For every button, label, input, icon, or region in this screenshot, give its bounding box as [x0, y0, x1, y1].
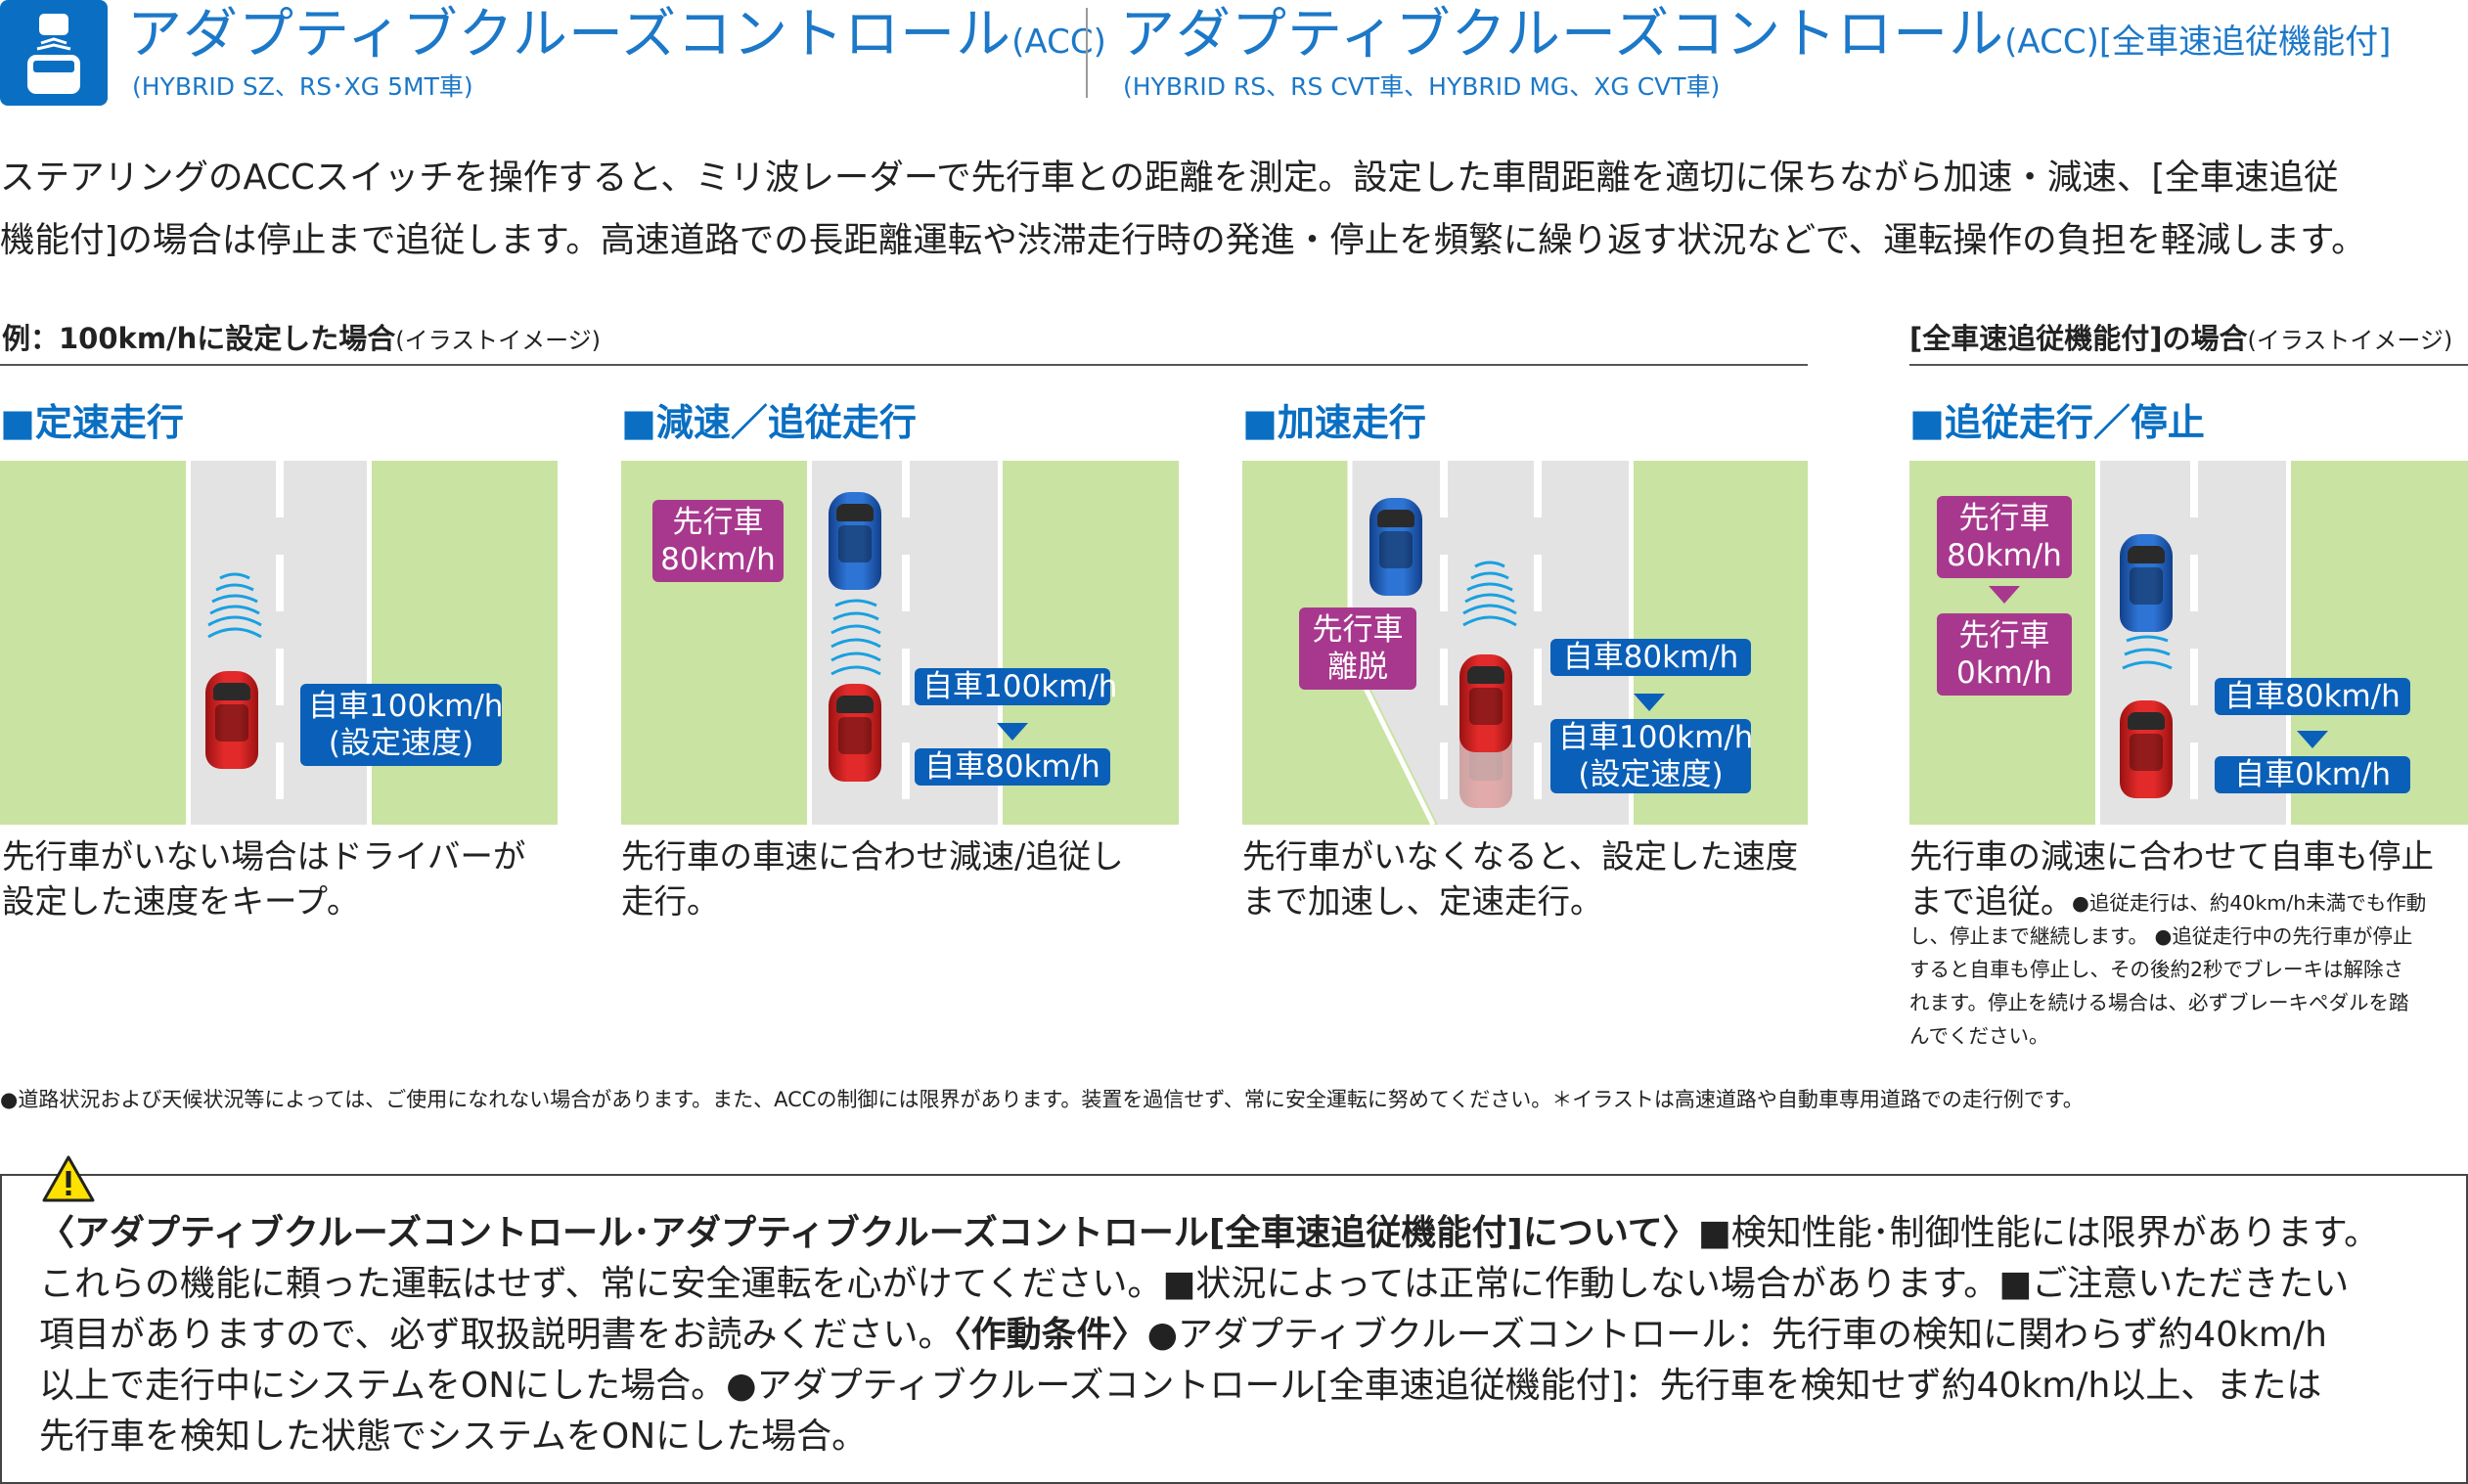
- radar-waves-icon: [830, 599, 881, 676]
- own-car-icon: [2120, 700, 2173, 798]
- own-car-icon: [829, 684, 881, 782]
- radar-waves-icon: [207, 572, 262, 639]
- warning-line-2: これらの機能に頼った運転はせず、常に安全運転を心がけてください。■状況によっては…: [39, 1264, 2350, 1304]
- own-speed-after-label: 自車0km/h: [2215, 756, 2410, 793]
- caption-follow-stop-notes: し、停止まで継続します。 ●追従走行中の先行車が停止 すると自車も停止し、その後…: [1909, 924, 2413, 1048]
- warning-line-3: 項目がありますので、必ず取扱説明書をお読みください。〈作動条件〉●アダプティブク…: [39, 1315, 2327, 1355]
- lead-car-icon: [2120, 534, 2173, 632]
- own-speed-after-label: 自車100km/h(設定速度): [1550, 719, 1753, 793]
- warning-box: [0, 1174, 2468, 1484]
- caption-follow-stop-note-1: ●追従走行は、約40km/h未満でも作動: [2072, 891, 2427, 915]
- caption-decel: 先行車の車速に合わせ減速/追従し走行。: [621, 837, 1124, 921]
- warning-line-5: 先行車を検知した状態でシステムをONにした場合。: [39, 1417, 868, 1457]
- arrow-down-icon: [1989, 586, 2020, 604]
- warning-line-4: 以上で走行中にシステムをONにした場合。●アダプティブクルーズコントロール[全車…: [39, 1366, 2322, 1406]
- intro-text: ステアリングのACCスイッチを操作すると、ミリ波レーダーで先行車との距離を測定。…: [0, 147, 2468, 272]
- warning-triangle-icon: [41, 1154, 96, 1203]
- arrow-down-icon: [1634, 694, 1665, 711]
- section-right-rule: [1909, 364, 2468, 366]
- panel-accel: 先行車離脱 自車80km/h 自車100km/h(設定速度): [1242, 461, 1808, 825]
- radar-waves-icon: [1462, 561, 1517, 627]
- acc-full-subtitle: (HYBRID RS、RS CVT車、HYBRID MG、XG CVT車): [1123, 72, 1721, 101]
- own-car-icon: [1459, 654, 1512, 752]
- section-right-heading: [全車速追従機能付]の場合(イラストイメージ): [1909, 322, 2453, 355]
- own-speed-label: 自車100km/h(設定速度): [300, 684, 503, 766]
- panel-title-follow-stop: ■追従走行／停止: [1909, 401, 2205, 444]
- intro-line-2: 機能付]の場合は停止まで追従します。高速道路での長距離運転や渋滞走行時の発進・停…: [0, 220, 2366, 260]
- own-speed-before-label: 自車100km/h: [915, 668, 1117, 705]
- acc-subtitle: (HYBRID SZ、RS･XG 5MT車): [132, 72, 473, 101]
- own-speed-before-label: 自車80km/h: [2215, 678, 2410, 715]
- radar-waves-icon: [2122, 635, 2173, 670]
- acc-title: アダプティブクルーズコントロール(ACC): [127, 3, 1106, 67]
- own-speed-after-label: 自車80km/h: [915, 748, 1110, 786]
- lane-marking: [276, 461, 284, 825]
- panel-title-accel: ■加速走行: [1242, 401, 1426, 444]
- lane-marking: [1440, 461, 1448, 825]
- disclaimer-text: ●道路状況および天候状況等によっては、ご使用になれない場合があります。また、AC…: [0, 1088, 2084, 1111]
- arrow-down-icon: [2297, 731, 2328, 748]
- lane-marking: [2190, 461, 2198, 825]
- lane-marking: [1534, 461, 1542, 825]
- acc-car-icon: [0, 0, 108, 106]
- panel-title-decel: ■減速／追従走行: [621, 401, 917, 444]
- section-left-rule: [0, 364, 1808, 366]
- caption-constant: 先行車がいない場合はドライバーが設定した速度をキープ。: [2, 837, 526, 921]
- warning-line-1: 〈アダプティブクルーズコントロール･アダプティブクルーズコントロール[全車速追従…: [39, 1213, 2380, 1253]
- intro-line-1: ステアリングのACCスイッチを操作すると、ミリ波レーダーで先行車との距離を測定。…: [0, 157, 2339, 198]
- header-divider: [1086, 8, 1088, 98]
- section-left-heading: 例：100km/hに設定した場合(イラストイメージ): [2, 322, 602, 355]
- caption-accel: 先行車がいなくなると、設定した速度まで加速し、定速走行。: [1242, 837, 1799, 921]
- lead-car-exit-label: 先行車離脱: [1299, 607, 1416, 690]
- caption-follow-stop-line2: まで追従。: [1909, 882, 2074, 921]
- own-car-icon: [205, 671, 258, 769]
- lead-car-icon: [1369, 498, 1422, 596]
- panel-constant-speed: 自車100km/h(設定速度): [0, 461, 558, 825]
- panel-title-constant: ■定速走行: [0, 401, 184, 444]
- caption-follow-stop: 先行車の減速に合わせて自車も停止: [1909, 837, 2434, 876]
- lead-car-icon: [829, 492, 881, 590]
- warning-text: 〈アダプティブクルーズコントロール･アダプティブクルーズコントロール[全車速追従…: [39, 1208, 2446, 1462]
- lane-marking: [902, 461, 910, 825]
- arrow-down-icon: [997, 723, 1028, 741]
- own-speed-before-label: 自車80km/h: [1550, 639, 1751, 676]
- acc-full-title: アダプティブクルーズコントロール(ACC)[全車速追従機能付]: [1120, 3, 2392, 67]
